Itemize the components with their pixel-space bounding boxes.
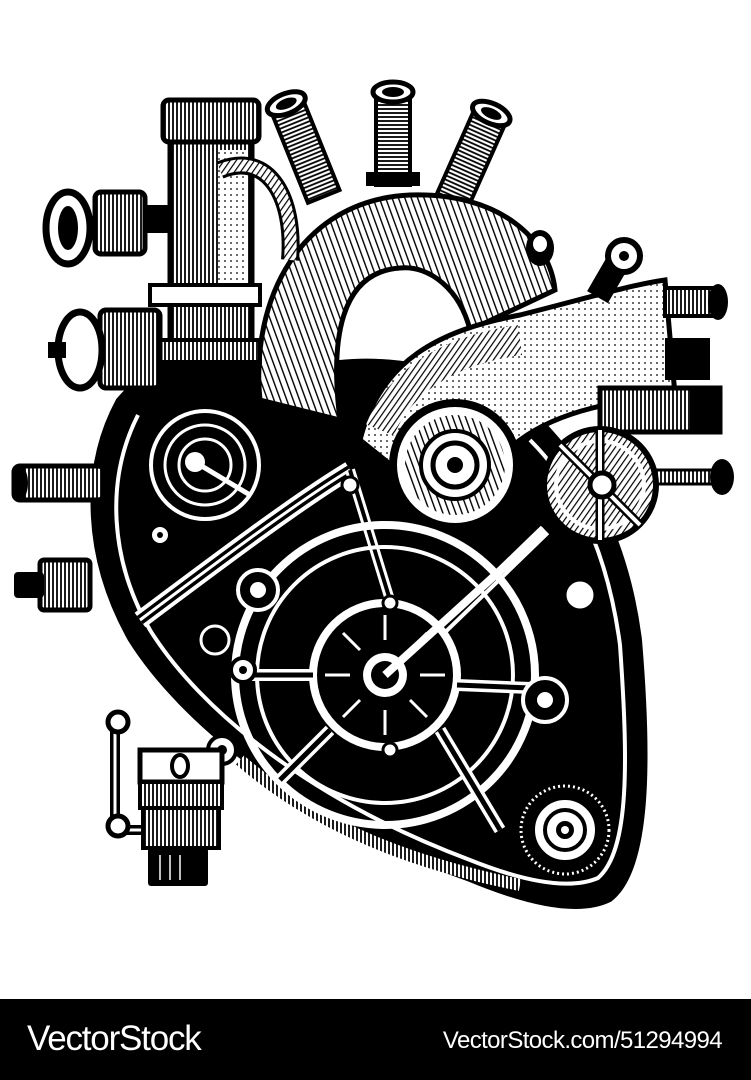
image-id-url: VectorStock.com/51294994 xyxy=(442,1027,723,1054)
left-knobs xyxy=(42,188,170,392)
bottom-left-fitting xyxy=(105,709,225,886)
watermark-footer: VectorStock VectorStock.com/51294994 xyxy=(0,999,751,1080)
image-canvas xyxy=(11,79,734,910)
left-side-pipes xyxy=(11,463,107,613)
vectorstock-logo: VectorStock xyxy=(27,1019,202,1058)
left-spiral-gear xyxy=(143,403,267,543)
aorta-arch xyxy=(256,192,558,424)
center-top-gear xyxy=(389,399,521,531)
mechanical-heart-illustration xyxy=(11,79,734,910)
bottom-right-cog xyxy=(517,782,613,878)
right-valve-wheel xyxy=(541,426,659,544)
right-pipes xyxy=(597,284,734,495)
main-gear xyxy=(229,521,548,834)
top-pipes xyxy=(264,79,513,210)
small-gears xyxy=(199,568,599,766)
left-valve-column xyxy=(148,97,300,365)
